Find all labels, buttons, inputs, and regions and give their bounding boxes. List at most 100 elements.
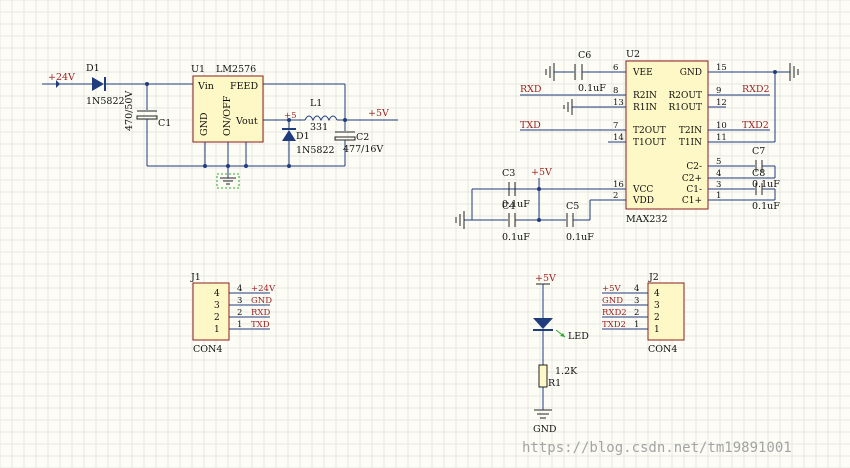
c8-value: 0.1uF: [752, 201, 780, 212]
txd-net-label: TXD: [520, 120, 541, 131]
u2-left-pin-name: VCC: [632, 185, 653, 195]
j1-pin-num: 1: [237, 320, 242, 330]
u2-left-pin-num: 14: [613, 133, 624, 143]
diode-d1-catch[interactable]: D1 1N5822 +5: [282, 111, 335, 166]
j1-ref: J1: [190, 272, 201, 283]
j2-pin-index: 4: [654, 289, 660, 299]
j1-part: CON4: [193, 344, 222, 355]
capacitor-c6[interactable]: C6 0.1uF: [554, 50, 608, 94]
d1b-ref: D1: [296, 131, 310, 142]
u2-left-pin-num: 2: [613, 191, 618, 201]
ic-u2-max232[interactable]: [625, 60, 709, 210]
j1-pin-index: 3: [214, 301, 220, 311]
u2-right-pin-num: 10: [716, 121, 727, 131]
inductor-l1[interactable]: L1 331: [304, 98, 398, 133]
j1-pin-index: 2: [214, 313, 220, 323]
c5-ref: C5: [566, 201, 579, 212]
c3-value: 0.1uF: [502, 199, 530, 210]
j2-ref: J2: [648, 272, 659, 283]
c4-value: 0.1uF: [502, 232, 530, 243]
j2-part: CON4: [648, 344, 677, 355]
c7-ref: C7: [752, 146, 765, 157]
u1-pin-onoff: ON/OFF: [222, 95, 233, 136]
c4-ref: C4: [502, 201, 515, 212]
u2-right-pin-name: C1-: [686, 185, 702, 195]
capacitor-c4[interactable]: C4 0.1uF: [472, 201, 566, 243]
u2-right-pin-name: T2IN: [679, 126, 702, 136]
ground-symbol-u1[interactable]: [216, 166, 240, 189]
u2-right-pin-name: GND: [680, 68, 702, 78]
c2-ref: C2: [356, 132, 369, 143]
u2-right-pin-name: R2OUT: [669, 91, 702, 101]
j2-pin-index: 1: [654, 325, 660, 335]
j1-pin-num: 3: [237, 296, 242, 306]
u2-right-pin-name: T1IN: [679, 138, 702, 148]
u2-right-pin-num: 1: [716, 191, 721, 201]
capacitor-c8[interactable]: C8 0.1uF: [726, 168, 780, 212]
resistor-r1[interactable]: 1.2K R1: [538, 364, 578, 389]
led-name: LED: [568, 331, 589, 342]
j1-net-label: TXD: [251, 320, 270, 330]
led-diode[interactable]: LED: [533, 318, 589, 342]
u1-pin-vin: Vin: [197, 81, 214, 92]
diode-d1[interactable]: D1 1N5822: [86, 63, 125, 107]
ground-symbol-u2: [789, 63, 799, 81]
j1-pin-index: 4: [214, 289, 220, 299]
c6-value: 0.1uF: [578, 83, 606, 94]
u2-right-pin-num: 9: [716, 86, 721, 96]
u2-right-pin-num: 15: [716, 63, 727, 73]
r1-value: 1.2K: [555, 366, 578, 377]
u2-left-pin-name: R2IN: [633, 91, 657, 101]
j2-pin-num: 3: [634, 296, 639, 306]
vout-net-label: +5V: [368, 108, 389, 119]
capacitor-c7[interactable]: C7 0.1uF: [726, 146, 780, 190]
ground-symbol-led: [534, 409, 552, 419]
j1-net-label: +24V: [251, 284, 276, 294]
input-arrow-icon: [56, 80, 60, 88]
c1-value: 470/50V: [124, 91, 135, 131]
u2-right-pin-num: 5: [716, 157, 721, 167]
l1-ref: L1: [310, 98, 322, 109]
j1-pin-num: 2: [237, 308, 242, 318]
l1-value: 331: [310, 122, 328, 133]
u2-left-pin-name: T1OUT: [633, 138, 666, 148]
c6-ref: C6: [578, 50, 591, 61]
u2-right-pin-name: C2+: [682, 174, 702, 184]
u2-left-pin-name: R1IN: [633, 103, 657, 113]
u2-right-pin-name: C1+: [682, 196, 702, 206]
vcc-net-label: +5V: [531, 167, 552, 178]
u2-left-pin-num: 13: [613, 98, 624, 108]
vin-net-label: +24V: [48, 72, 75, 83]
d1-ref: D1: [86, 63, 100, 74]
u1-ref: U1: [191, 64, 205, 75]
j2-net-label: TXD2: [602, 320, 626, 330]
capacitor-c2[interactable]: C2 477/16V: [334, 120, 383, 166]
led-section: +5V LED 1.2K R1 GND: [533, 273, 589, 435]
plus5-small-label: +5: [284, 111, 297, 121]
j2-net-label: +5V: [602, 284, 622, 294]
led-gnd-label: GND: [533, 424, 557, 435]
power-supply-section: +24V D1 1N5822 C1 470/50V U1 LM2576 Vin …: [42, 63, 398, 189]
u1-pin-gnd: GND: [199, 112, 210, 136]
j2-pin-num: 4: [634, 284, 639, 294]
ic-u1-lm2576[interactable]: U1 LM2576 Vin FEED GND ON/OFF Vout: [191, 64, 345, 166]
capacitor-c5[interactable]: C5 0.1uF: [566, 199, 608, 243]
c2-value: 477/16V: [343, 144, 383, 155]
j1-net-label: RXD: [251, 308, 270, 318]
d1-part: 1N5822: [86, 96, 125, 107]
j1-pin-num: 4: [237, 284, 242, 294]
rxd-net-label: RXD: [520, 84, 542, 95]
u2-right-pin-num: 3: [716, 180, 721, 190]
u2-left-pin-name: T2OUT: [633, 126, 666, 136]
txd2-net-label: TXD2: [742, 120, 769, 131]
watermark-text: https://blog.csdn.net/tm19891001: [522, 440, 792, 456]
u2-left-pin-name: VEE: [632, 68, 653, 78]
capacitor-c3[interactable]: C3 0.1uF: [490, 168, 530, 210]
u2-right-pin-num: 12: [716, 98, 727, 108]
capacitor-c1[interactable]: C1 470/50V: [124, 84, 171, 166]
u2-right-pin-num: 4: [716, 169, 721, 179]
